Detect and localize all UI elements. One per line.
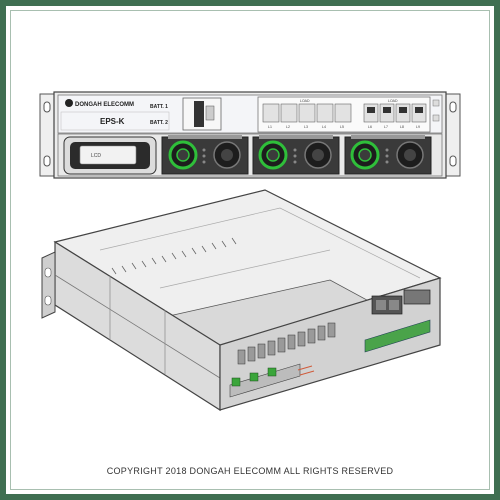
breaker-labels-g1: L1 L2 L3 L4 L5 [268, 125, 344, 129]
svg-text:L9: L9 [416, 125, 420, 129]
iso-rack-ear [41, 251, 56, 319]
green-terminal-blocks [231, 367, 277, 387]
load-group2-label: LOAD [388, 99, 398, 103]
brand-text: DONGAH ELECOMM [75, 102, 134, 108]
cable-accents [297, 365, 315, 376]
svg-text:L1: L1 [268, 125, 272, 129]
svg-text:L4: L4 [322, 125, 326, 129]
lcd-label: LCD [91, 153, 101, 159]
lcd-module [63, 136, 157, 175]
rectifier-module-2[interactable] [252, 135, 340, 175]
rear-terminal-strip [229, 319, 431, 398]
rear-breaker-row [237, 322, 336, 365]
lcd-screen [79, 145, 137, 165]
copyright-text: COPYRIGHT 2018 DONGAH ELECOMM ALL RIGHTS… [106, 466, 394, 476]
model-text: EPS-K [100, 117, 125, 126]
breaker-labels-g2: L6 L7 L8 L9 [368, 125, 420, 129]
brand-logo [65, 99, 73, 107]
batt2-label: BATT. 2 [150, 120, 168, 126]
load-breakers-group1 [262, 103, 352, 123]
svg-text:L5: L5 [340, 125, 344, 129]
svg-text:L7: L7 [384, 125, 388, 129]
rectifier-module-1[interactable] [161, 135, 249, 175]
svg-text:L8: L8 [400, 125, 404, 129]
inner-frame [10, 10, 490, 490]
load-breakers-group2 [363, 103, 427, 123]
svg-text:L6: L6 [368, 125, 372, 129]
top-vent-slots [111, 237, 237, 275]
batt1-label: BATT. 1 [150, 104, 168, 110]
rack-ear-left [39, 93, 55, 177]
svg-text:L3: L3 [304, 125, 308, 129]
svg-text:L2: L2 [286, 125, 290, 129]
rear-connectors [371, 289, 431, 315]
load-group1-label: LOAD [300, 99, 310, 103]
rectifier-module-3[interactable] [344, 135, 432, 175]
